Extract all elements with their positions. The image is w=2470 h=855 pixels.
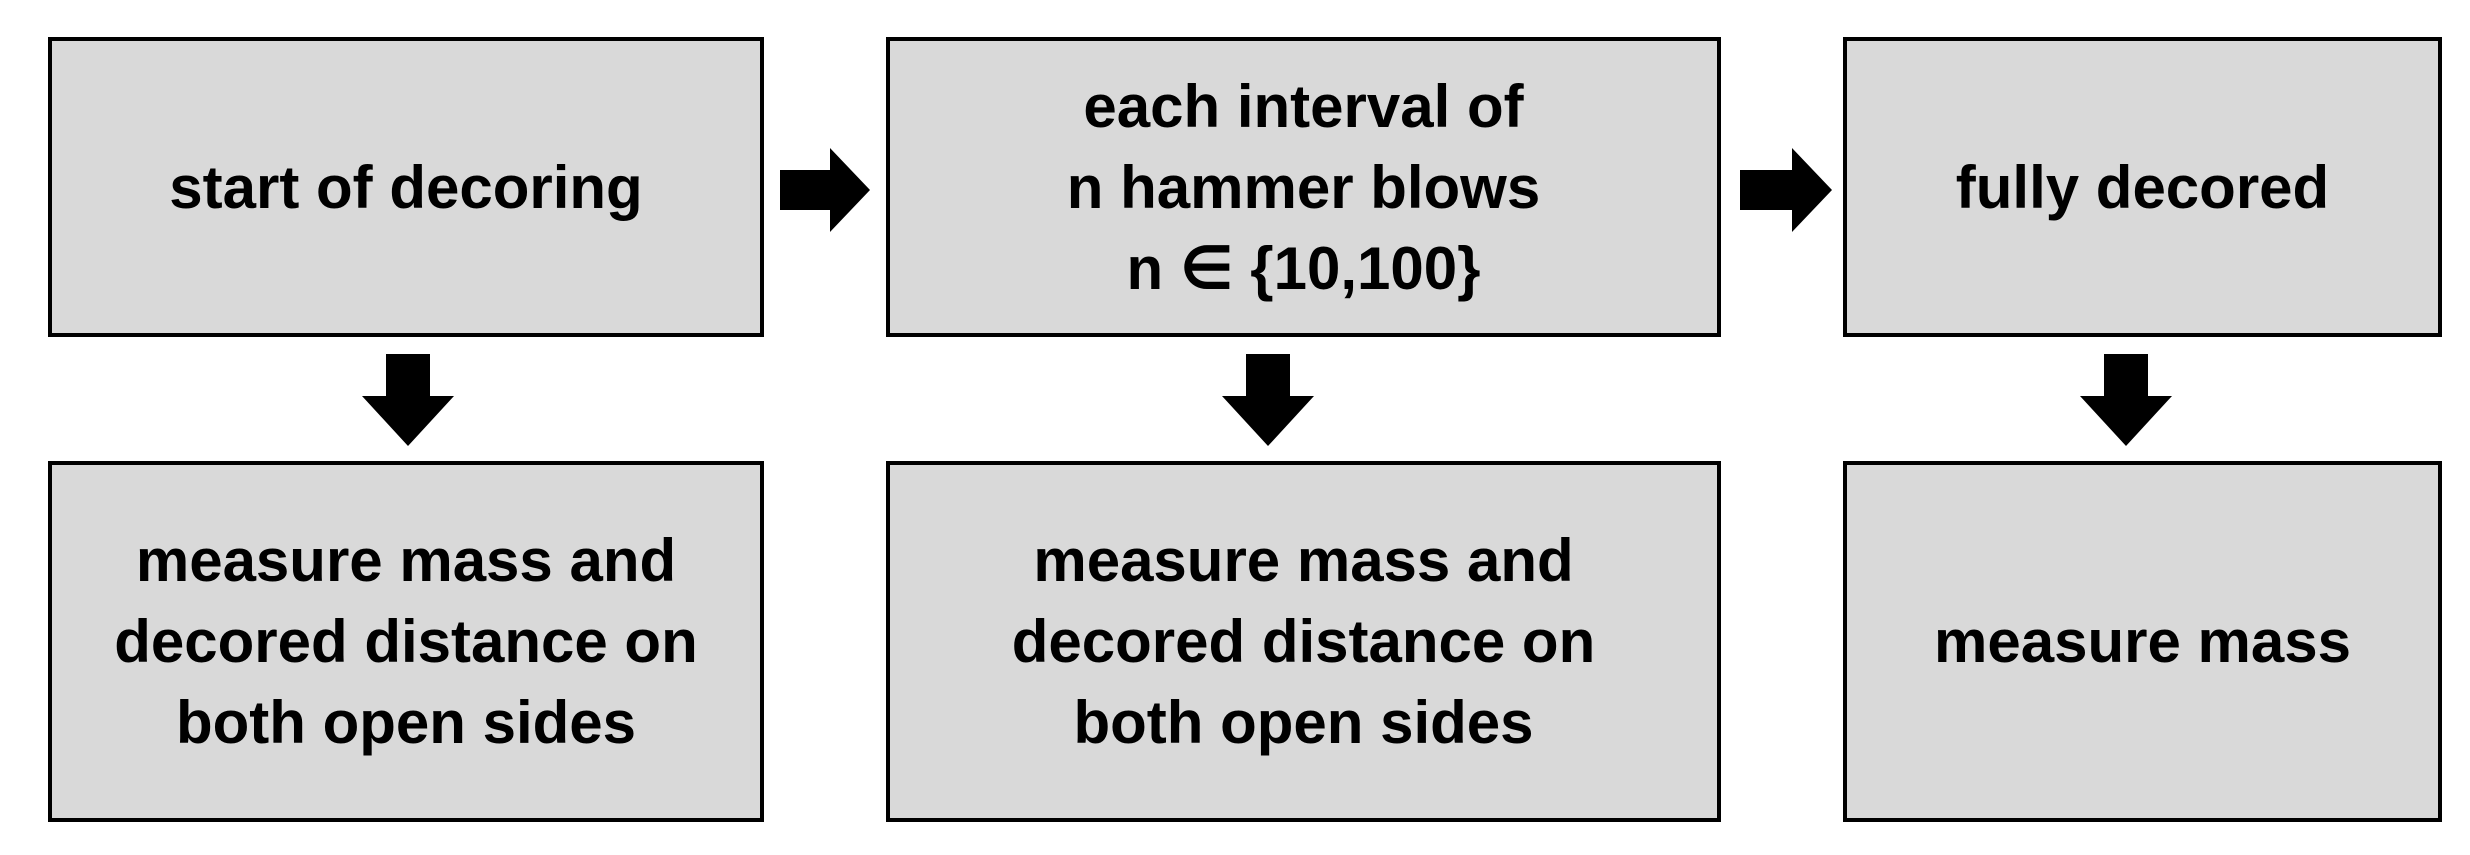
box-text-line: measure mass and xyxy=(135,527,677,594)
fully-decored-box: fully decored xyxy=(1843,37,2442,337)
measure-mass-box: measure mass xyxy=(1843,461,2442,822)
box-text-line: both open sides xyxy=(175,689,637,756)
down-arrow-icon xyxy=(2080,354,2172,446)
box-text-line: decored distance on xyxy=(114,608,698,675)
box-text-line: measure mass and xyxy=(1033,527,1574,594)
box-text-line: start of decoring xyxy=(169,153,643,221)
box-text-line: each interval of xyxy=(1083,72,1524,140)
start-of-decoring-box: start of decoring xyxy=(48,37,764,337)
box-text-line: decored distance on xyxy=(1011,608,1596,675)
box-text-line: n hammer blows xyxy=(1066,153,1541,221)
box-text-line: measure mass xyxy=(1934,608,2351,675)
box-text-line: both open sides xyxy=(1073,689,1534,756)
measure-mass-distance-box-interval: measure mass and decored distance on bot… xyxy=(886,461,1721,822)
down-arrow-icon xyxy=(362,354,454,446)
box-text-line: fully decored xyxy=(1955,153,2330,221)
right-arrow-icon xyxy=(1740,148,1832,232)
right-arrow-icon xyxy=(780,148,870,232)
down-arrow-icon xyxy=(1222,354,1314,446)
measure-mass-distance-box-start: measure mass and decored distance on bot… xyxy=(48,461,764,822)
box-text-line: n ∈ {10,100} xyxy=(1126,234,1481,302)
hammer-interval-box: each interval of n hammer blows n ∈ {10,… xyxy=(886,37,1721,337)
